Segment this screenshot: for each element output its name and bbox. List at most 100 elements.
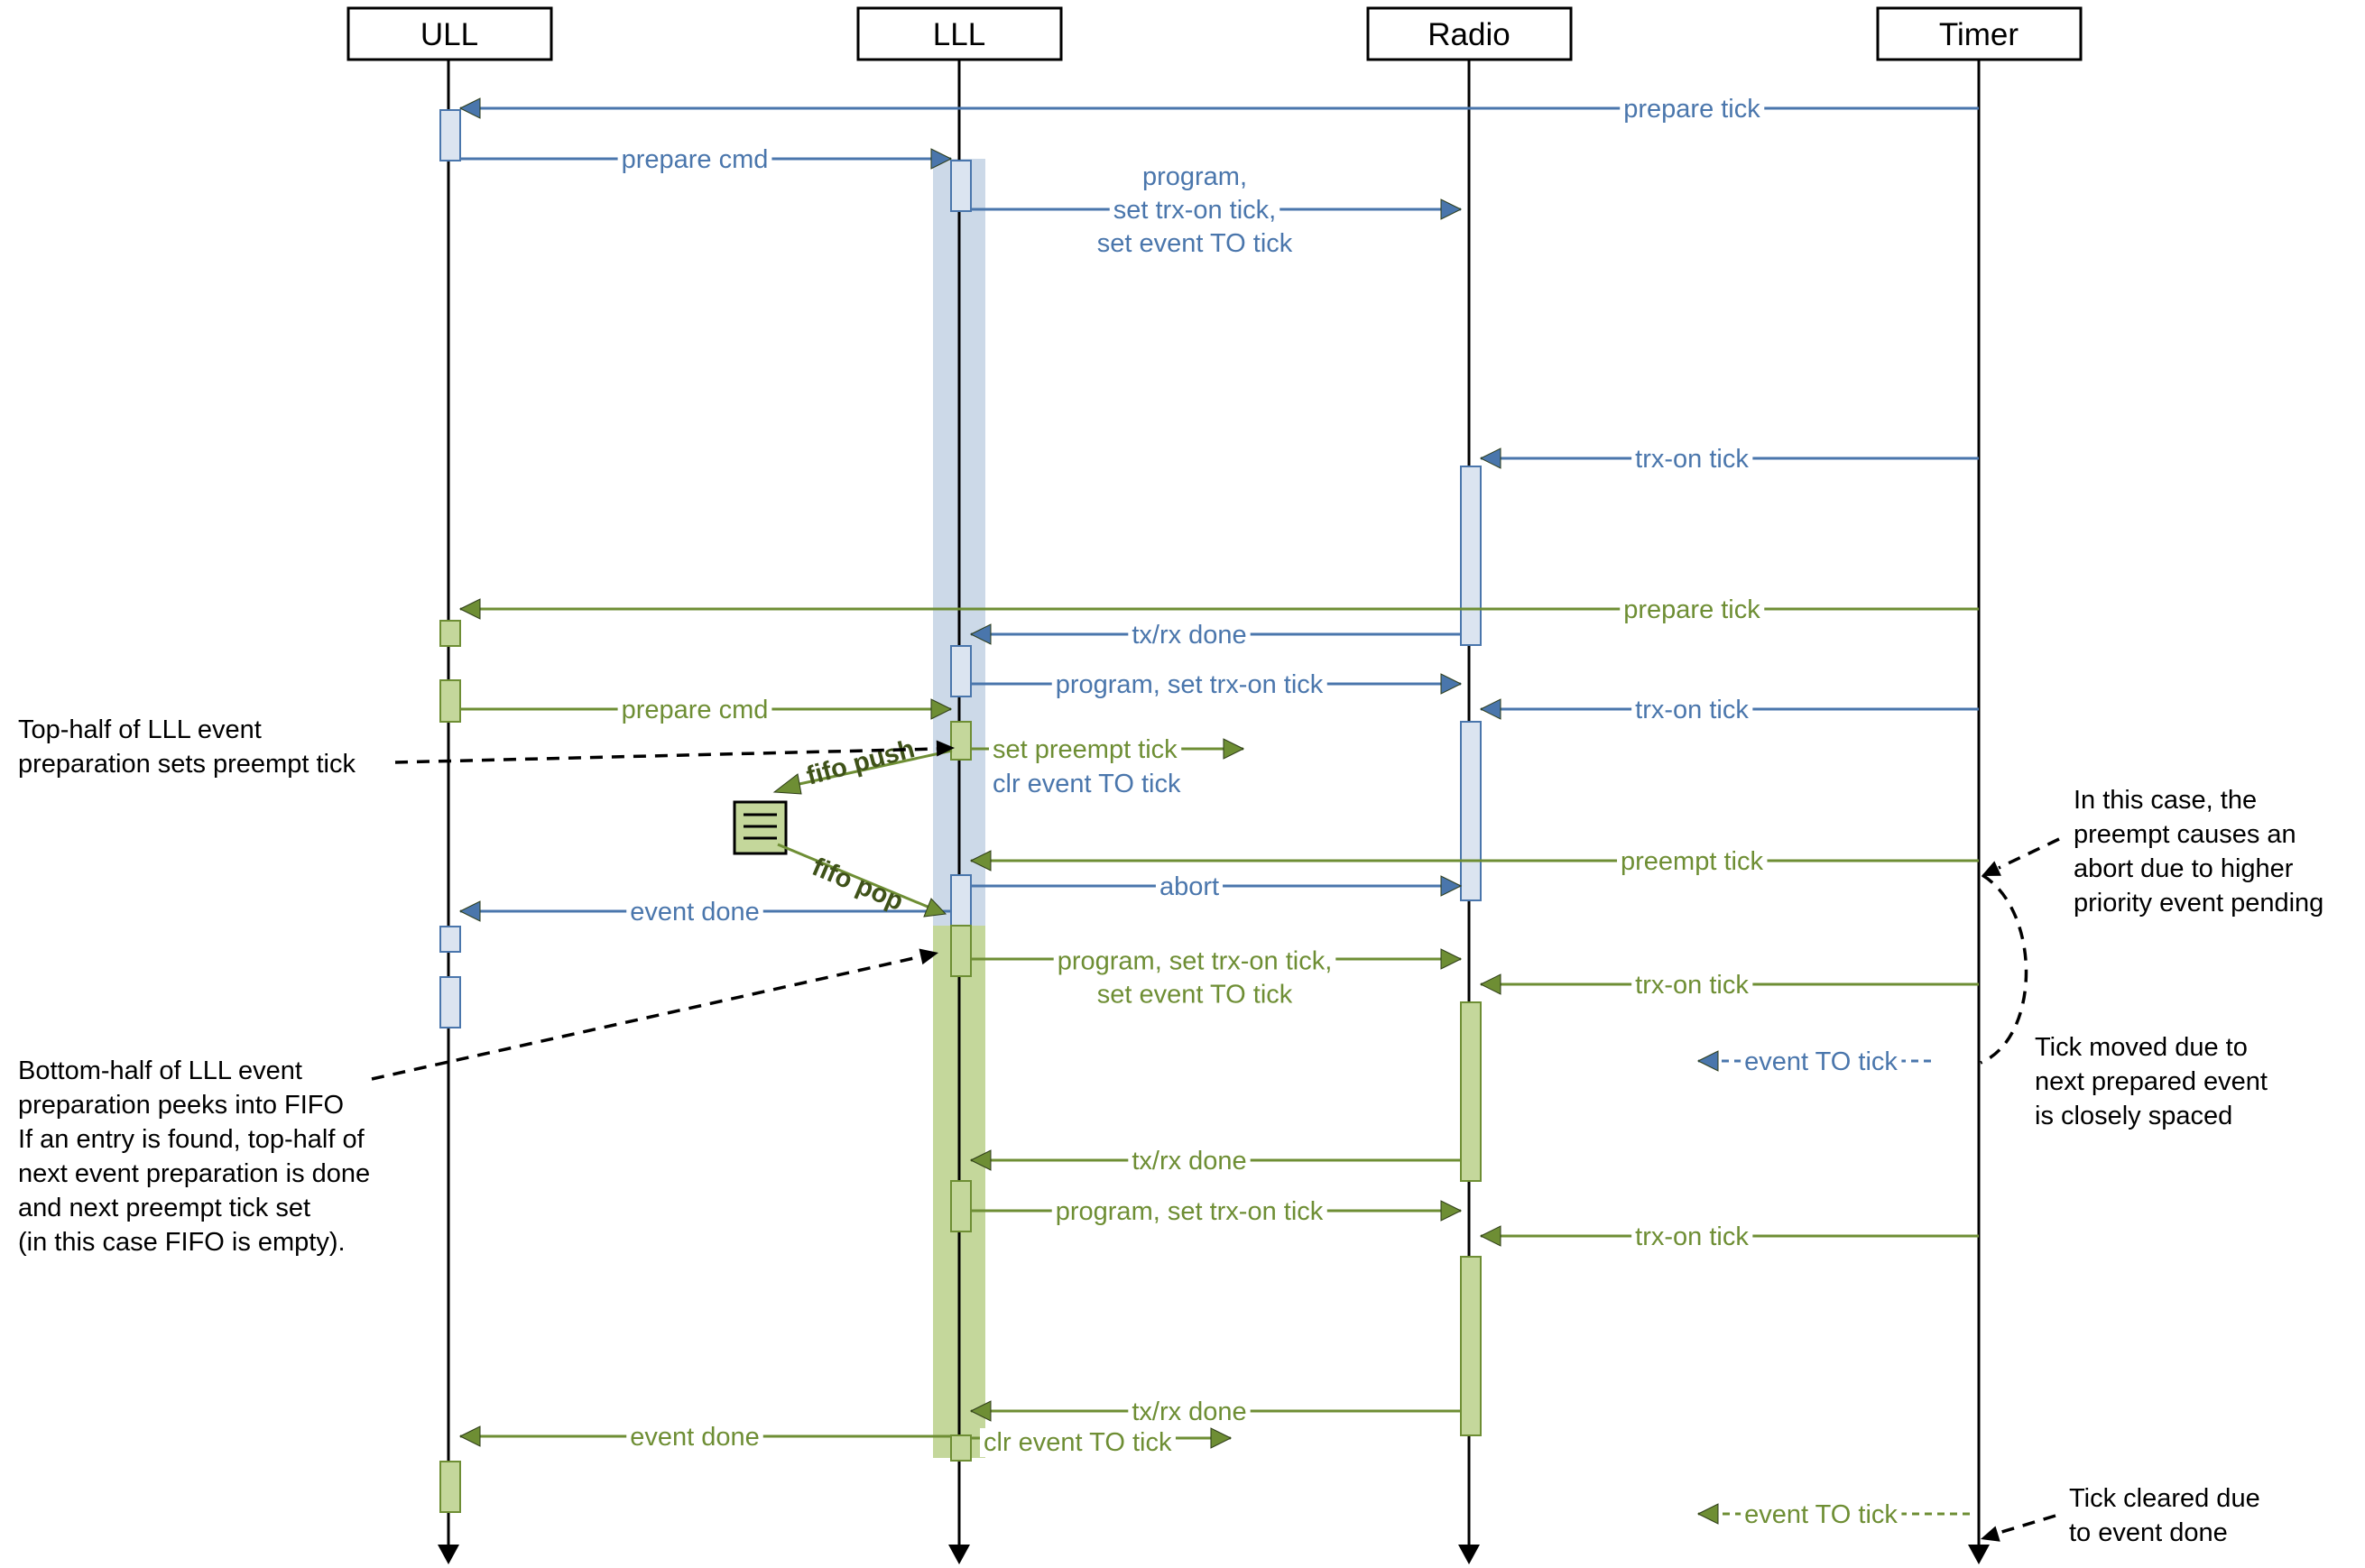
msg-program-1-arrowhead xyxy=(1440,198,1463,220)
msg-trxon-tick-4-label: trx-on tick xyxy=(1635,1222,1749,1251)
note-tick-cleared-line-1: Tick cleared due xyxy=(2069,1484,2260,1513)
participant-ull: ULL xyxy=(346,6,553,61)
msg-prepare-cmd-2-label-label-bg xyxy=(617,696,772,724)
msg-txrx-done-3-label: tx/rx done xyxy=(1132,1397,1246,1426)
note-bottom-half-line-1: Bottom-half of LLL event xyxy=(18,1056,302,1085)
callout-top-half-arrowhead xyxy=(936,740,955,757)
lll-lifeline-arrowhead xyxy=(948,1545,970,1564)
lifelines xyxy=(447,60,1981,1561)
participant-timer: Timer xyxy=(1876,6,2083,61)
msg-prepare-tick-2-arrowhead xyxy=(458,598,481,620)
callout-bottom-half-arrowhead xyxy=(919,948,938,965)
ull-lifeline-arrowhead xyxy=(438,1545,459,1564)
msg-txrx-done-2-arrowhead xyxy=(969,1149,992,1171)
participant-timer-label: Timer xyxy=(1939,17,2019,52)
msg-trxon-tick-1-label: trx-on tick xyxy=(1635,445,1749,474)
radio-activation-1 xyxy=(1460,466,1482,646)
msg-clr-event-to-tick-2-label-label-bg xyxy=(980,1428,1176,1457)
ull-activation-2a xyxy=(439,620,461,647)
msg-program-1-label-line-3: set event TO tick xyxy=(1097,229,1293,258)
messages: prepare tick prepare cmd program, set trx-o… xyxy=(458,95,1979,1529)
participant-timer-box xyxy=(1876,6,2083,61)
msg-trxon-tick-4-arrowhead xyxy=(1479,1225,1501,1247)
participant-lll-label: LLL xyxy=(933,17,985,52)
callout-bottom-half-line xyxy=(371,955,923,1081)
fifo-queue-icon xyxy=(733,800,788,855)
note-tick-cleared-line-2: to event done xyxy=(2069,1518,2228,1547)
msg-trxon-tick-1-label-label-bg xyxy=(1631,445,1753,474)
callout-tick-cleared-arrowhead xyxy=(1981,1526,2000,1542)
msg-prepare-tick-1-label-label-bg xyxy=(1620,95,1765,124)
msg-program-3-label-line-2: set event TO tick xyxy=(1097,981,1293,1010)
ull-activation-4 xyxy=(439,1461,461,1513)
msg-txrx-done-1-label-label-bg xyxy=(1128,621,1251,650)
callout-preempt-arrowhead xyxy=(1982,861,2001,876)
participant-radio-label: Radio xyxy=(1427,17,1510,52)
participant-lll: LLL xyxy=(856,6,1063,61)
msg-set-preempt-tick-label: set preempt tick xyxy=(993,735,1178,764)
msg-trxon-tick-1-arrowhead xyxy=(1479,447,1501,469)
msg-program-4-label: program, set trx-on tick xyxy=(1056,1197,1324,1226)
msg-program-1-label-line-1: program, xyxy=(1142,162,1247,191)
msg-program-2-arrowhead xyxy=(1440,673,1463,695)
msg-program-2-label-label-bg xyxy=(1051,670,1327,699)
msg-program-1-label-label-bg xyxy=(1138,162,1252,191)
fifo-push-line xyxy=(786,749,953,789)
note-preempt-abort-line-2: preempt causes an xyxy=(2074,820,2296,849)
msg-txrx-done-2-label: tx/rx done xyxy=(1132,1147,1246,1176)
fifo-push-arrowhead xyxy=(772,773,802,795)
note-bottom-half-line-4: next event preparation is done xyxy=(18,1159,370,1188)
radio-activation-2 xyxy=(1460,721,1482,901)
msg-clr-event-to-tick-2-label: clr event TO tick xyxy=(984,1428,1172,1457)
msg-set-preempt-tick-arrowhead xyxy=(1223,738,1245,760)
msg-prepare-tick-2-label: prepare tick xyxy=(1623,595,1760,624)
msg-program-3-label-label-bg xyxy=(1053,946,1336,976)
fifo-pop-arrowhead xyxy=(923,898,947,918)
msg-prepare-cmd-1-label: prepare cmd xyxy=(622,145,769,174)
msg-prepare-cmd-1-arrowhead xyxy=(930,148,953,170)
msg-program-4-label-label-bg xyxy=(1051,1197,1327,1226)
note-preempt-abort-line-4: priority event pending xyxy=(2074,889,2323,918)
note-bottom-half-line-3: If an entry is found, top-half of xyxy=(18,1125,365,1154)
note-tick-moved-line-1: Tick moved due to xyxy=(2035,1033,2248,1062)
lll-activation-5 xyxy=(950,925,972,977)
msg-txrx-done-3-label-label-bg xyxy=(1128,1397,1251,1426)
lll-activation-3 xyxy=(950,721,972,761)
msg-trxon-tick-2-label: trx-on tick xyxy=(1635,696,1749,724)
msg-trxon-tick-3-arrowhead xyxy=(1479,973,1501,995)
msg-event-done-2-label: event done xyxy=(630,1423,760,1452)
msg-clr-event-to-tick-1-label-label-bg xyxy=(989,770,1185,798)
msg-preempt-tick-label: preempt tick xyxy=(1621,847,1763,876)
msg-trxon-tick-3-label-label-bg xyxy=(1631,971,1753,1000)
participant-ull-label: ULL xyxy=(420,17,478,52)
lll-activation-2 xyxy=(950,645,972,697)
ull-activation-3a xyxy=(439,926,461,953)
msg-event-done-1-label-label-bg xyxy=(626,898,763,927)
msg-trxon-tick-2-label-label-bg xyxy=(1631,696,1753,724)
msg-program-3-arrowhead xyxy=(1440,948,1463,970)
lll-activation-1 xyxy=(950,160,972,212)
msg-program-3-label-label-bg xyxy=(1093,980,1297,1010)
msg-event-to-tick-2-label-label-bg xyxy=(1741,1500,1902,1529)
timer-lifeline-arrowhead xyxy=(1968,1545,1990,1564)
note-preempt-abort-line-1: In this case, the xyxy=(2074,786,2257,815)
participant-ull-box xyxy=(346,6,553,61)
msg-event-done-1-arrowhead xyxy=(458,900,481,922)
radio-lifeline-arrowhead xyxy=(1458,1545,1480,1564)
msg-event-to-tick-1-arrowhead xyxy=(1696,1050,1719,1072)
callout-top-half-line xyxy=(394,747,939,764)
msg-program-1-label-line-2: set trx-on tick, xyxy=(1113,196,1277,225)
lifeline-arrowheads xyxy=(438,1545,1990,1564)
msg-program-2-label: program, set trx-on tick xyxy=(1056,670,1324,699)
msg-event-to-tick-1-label: event TO tick xyxy=(1744,1047,1898,1076)
radio-activation-4 xyxy=(1460,1256,1482,1436)
msg-preempt-tick-label-label-bg xyxy=(1617,847,1768,876)
msg-txrx-done-2-label-label-bg xyxy=(1128,1147,1251,1176)
note-bottom-half-line-2: preparation peeks into FIFO xyxy=(18,1091,344,1120)
radio-activation-3 xyxy=(1460,1001,1482,1182)
msg-prepare-cmd-2-arrowhead xyxy=(930,698,953,720)
note-top-half-line-1: Top-half of LLL event xyxy=(18,715,262,744)
participant-radio-box xyxy=(1366,6,1573,61)
